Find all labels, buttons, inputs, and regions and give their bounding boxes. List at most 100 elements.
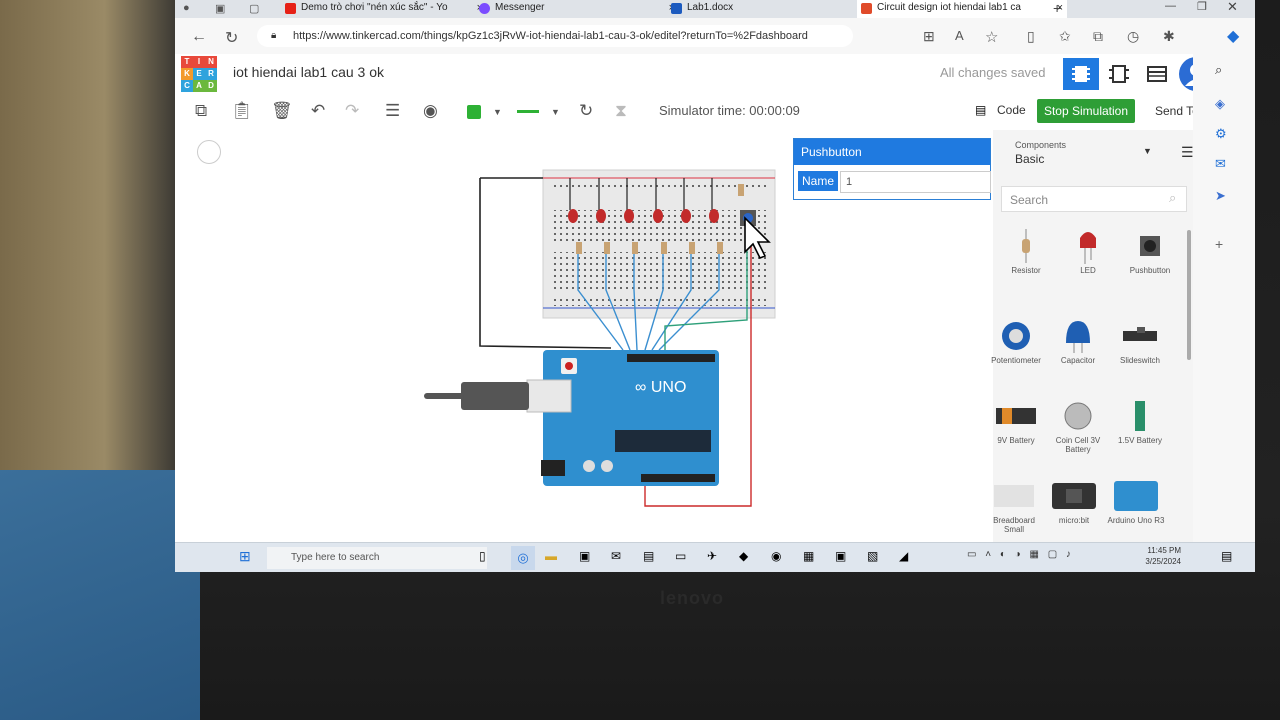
mail-icon[interactable]: ✉ — [611, 549, 622, 563]
clock-time: 11:45 PM — [1147, 546, 1181, 555]
search-sidebar-icon[interactable]: ⌕ — [1215, 62, 1223, 77]
flip-icon[interactable]: ⧗ — [615, 101, 627, 120]
component-label: 9V Battery — [997, 436, 1035, 445]
rotate-icon[interactable]: ↻ — [579, 101, 594, 120]
shopping-icon[interactable]: ◈ — [1215, 96, 1225, 111]
favorites-bar-icon[interactable]: ✩ — [1059, 28, 1071, 44]
extensions-icon[interactable]: ⧉ — [1093, 28, 1103, 44]
delete-icon[interactable]: 🗑︎ — [271, 101, 293, 120]
send-to-button[interactable]: Send To — [1155, 104, 1199, 118]
component-9v-battery[interactable]: 9V Battery — [985, 396, 1047, 445]
back-icon[interactable]: ← — [191, 28, 207, 45]
color-dropdown-icon[interactable]: ▼ — [493, 107, 502, 117]
tab-word[interactable]: Lab1.docx × — [667, 0, 871, 18]
history-icon[interactable]: ◷ — [1127, 28, 1140, 44]
zoom-fit-icon[interactable] — [197, 140, 221, 164]
resistor-row[interactable] — [576, 184, 744, 254]
wire-dropdown-icon[interactable]: ▼ — [551, 107, 560, 117]
name-field[interactable]: 1 — [840, 171, 991, 193]
component-slideswitch[interactable]: Slideswitch — [1109, 316, 1171, 365]
settings-icon[interactable]: ✱ — [1163, 28, 1175, 44]
component-search-input[interactable]: Search — [1001, 186, 1187, 212]
tab-actions-icon[interactable]: ▢ — [249, 3, 260, 15]
read-aloud-icon[interactable]: A — [955, 28, 964, 43]
profile-icon[interactable]: ● — [183, 2, 190, 14]
component-coin-cell[interactable]: Coin Cell 3V Battery — [1047, 396, 1109, 454]
close-window-icon[interactable]: ✕ — [1227, 0, 1238, 14]
pinned-app-icon[interactable]: ▣ — [835, 549, 847, 563]
list-toggle-icon[interactable]: ☰ — [1181, 144, 1194, 160]
category-dropdown[interactable]: Basic — [1015, 152, 1045, 166]
tinkercad-logo[interactable]: T I N K E R C A D — [181, 56, 217, 92]
pinned-app-icon[interactable]: ◢ — [899, 549, 909, 563]
tab-messenger[interactable]: Messenger × — [475, 0, 679, 18]
circuit-view-button[interactable] — [1063, 58, 1099, 90]
minimize-icon[interactable]: — — [1165, 0, 1176, 12]
app-icon[interactable]: ▤ — [643, 549, 655, 563]
close-tab-icon[interactable]: × — [1056, 2, 1063, 14]
windows-start-icon[interactable]: ⊞ — [239, 548, 251, 564]
component-aa-battery[interactable]: 1.5V Battery — [1109, 396, 1171, 445]
messenger-icon — [479, 3, 490, 14]
led-row[interactable] — [568, 178, 719, 223]
notes-visibility-icon[interactable]: ◉ — [423, 101, 438, 120]
tools-icon[interactable]: ⚙ — [1215, 126, 1227, 141]
component-pushbutton[interactable]: Pushbutton — [1119, 226, 1181, 275]
copy-icon[interactable]: ⧉ — [195, 101, 208, 120]
color-swatch[interactable] — [467, 105, 481, 119]
restore-icon[interactable]: ❐ — [1197, 1, 1207, 13]
component-microbit[interactable]: micro:bit — [1043, 476, 1105, 525]
clock[interactable]: 11:45 PM 3/25/2024 — [1145, 545, 1181, 567]
task-view-icon[interactable]: ▯ — [479, 549, 486, 563]
component-led[interactable]: LED — [1057, 226, 1119, 275]
code-button[interactable]: Code — [997, 103, 1026, 117]
pinned-app-icon[interactable]: ▧ — [867, 549, 879, 563]
store-icon[interactable]: ▣ — [579, 549, 591, 563]
add-sidebar-icon[interactable]: + — [1215, 236, 1224, 252]
send-icon[interactable]: ➤ — [1215, 188, 1226, 203]
word-icon — [671, 3, 682, 14]
component-breadboard-small[interactable]: Breadboard Small — [983, 476, 1045, 534]
pinned-app-icon[interactable]: ◆ — [739, 549, 749, 563]
notifications-icon[interactable]: ▤ — [1221, 549, 1233, 563]
tab-tinkercad[interactable]: Circuit design iot hiendai lab1 ca × — [857, 0, 1067, 18]
schematic-view-button[interactable] — [1101, 58, 1137, 90]
pushbutton-icon — [1140, 236, 1160, 256]
redo-icon[interactable]: ↷ — [345, 101, 360, 120]
apps-icon[interactable]: ⊞ — [923, 28, 935, 44]
panel-scrollbar[interactable] — [1187, 230, 1191, 360]
terminal-icon[interactable]: ▭ — [675, 549, 687, 563]
component-arduino-uno[interactable]: Arduino Uno R3 — [1105, 476, 1167, 525]
collections-icon[interactable]: ▣ — [215, 3, 226, 15]
paste-icon[interactable]: 📋︎ — [231, 101, 253, 120]
wire-type-swatch[interactable] — [517, 110, 539, 113]
file-explorer-icon[interactable]: ▬ — [545, 549, 557, 563]
system-tray-icons[interactable]: ▭ ˄ ◐ ◑ ▦ ▢ ♪ — [967, 549, 1074, 560]
new-tab-icon[interactable]: + — [1053, 0, 1062, 16]
split-screen-icon[interactable]: ▯ — [1027, 28, 1035, 44]
refresh-icon[interactable]: ↻ — [225, 30, 239, 47]
outlook-icon[interactable]: ✉ — [1215, 156, 1226, 171]
component-label: micro:bit — [1058, 516, 1090, 525]
url-field[interactable]: 🔒︎ https://www.tinkercad.com/things/kpGz… — [257, 25, 853, 47]
edge-icon[interactable]: ◎ — [511, 546, 535, 570]
taskbar-search-input[interactable]: Type here to search — [267, 547, 487, 569]
favorite-icon[interactable]: ☆ — [985, 29, 999, 46]
tab-youtube[interactable]: Demo trò chơi "nén xúc sắc" - Yo × — [281, 0, 487, 18]
search-icon[interactable]: ⌕ — [1169, 190, 1177, 205]
copilot-icon[interactable]: ◆ — [1227, 28, 1240, 45]
pinned-app-icon[interactable]: ✈ — [707, 549, 718, 563]
usb-cable[interactable] — [461, 382, 529, 410]
undo-icon[interactable]: ↶ — [311, 101, 326, 120]
component-capacitor[interactable]: Capacitor — [1047, 316, 1109, 365]
chevron-down-icon[interactable]: ▼ — [1143, 146, 1152, 156]
component-list-button[interactable] — [1139, 58, 1175, 90]
component-potentiometer[interactable]: Potentiometer — [985, 316, 1047, 365]
pinned-app-icon[interactable]: ▦ — [803, 549, 815, 563]
pinned-app-icon[interactable]: ◉ — [771, 549, 782, 563]
notes-icon[interactable]: ☰ — [385, 101, 401, 120]
component-resistor[interactable]: Resistor — [995, 226, 1057, 275]
stop-simulation-button[interactable]: Stop Simulation — [1037, 99, 1135, 123]
logo-letter: C — [181, 80, 193, 92]
project-title[interactable]: iot hiendai lab1 cau 3 ok — [233, 64, 384, 80]
